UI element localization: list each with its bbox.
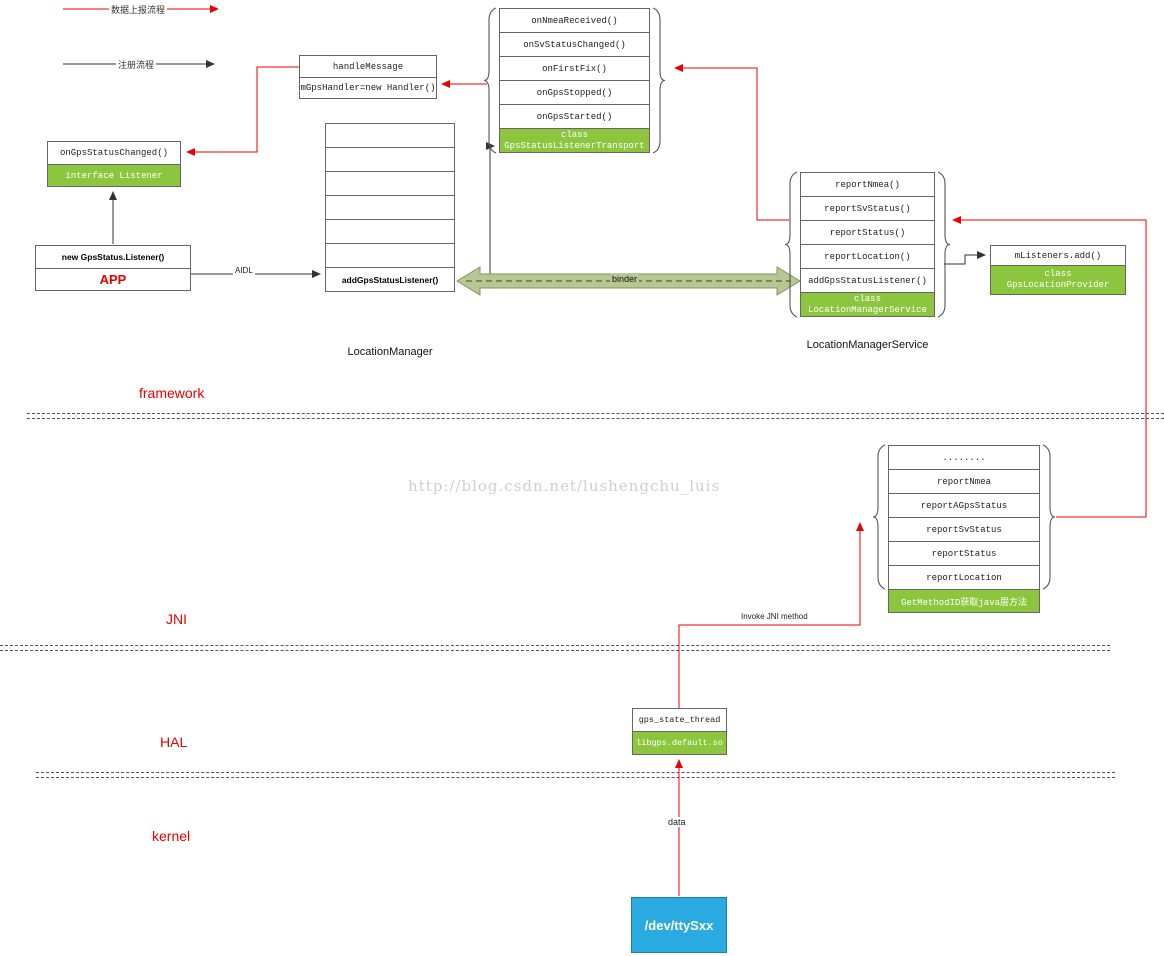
hal-kernel-boundary: [36, 772, 1115, 778]
hal-box: gps_state_thread libgps.default.so: [632, 708, 727, 755]
data-label: data: [666, 817, 688, 827]
location-manager-service-caption: LocationManagerService: [806, 339, 929, 351]
gps-location-provider-box: mListeners.add() class GpsLocationProvid…: [990, 245, 1126, 295]
class-name: GpsStatusListenerTransport: [504, 140, 645, 151]
method-row: addGpsStatusListener(): [801, 269, 934, 293]
red-flow-handler-to-listener: [186, 66, 299, 156]
app-label: APP: [99, 272, 127, 287]
transport-class-label: class GpsStatusListenerTransport: [500, 129, 649, 152]
curly-brace-right: [937, 171, 951, 318]
class-keyword: class: [1044, 269, 1072, 279]
class-keyword: class: [560, 129, 588, 140]
empty-slot-row: [326, 244, 454, 268]
kernel-layer-label: kernel: [152, 828, 191, 844]
method-row: reportSvStatus: [889, 518, 1039, 542]
gps-status-listener-interface-box: onGpsStatusChanged() interface Listener: [47, 141, 181, 187]
app-box: new GpsStatus.Listener() APP: [35, 245, 191, 291]
method-row: reportLocation(): [801, 245, 934, 269]
empty-slot-row: [326, 220, 454, 244]
method-row: reportLocation: [889, 566, 1039, 590]
empty-slot-row: [326, 172, 454, 196]
empty-slot-row: [326, 196, 454, 220]
getmethodid-label: GetMethodID获取java层方法: [889, 590, 1039, 612]
method-row: onNmeaReceived(): [500, 9, 649, 33]
handle-message-title: handleMessage: [300, 56, 436, 78]
empty-slot-row: [326, 148, 454, 172]
black-flow-addlistener-to-transport: [486, 142, 495, 274]
gps-status-listener-constructor: new GpsStatus.Listener(): [36, 246, 190, 269]
framework-jni-boundary: [27, 413, 1164, 419]
class-name: LocationManagerService: [808, 304, 927, 315]
black-flow-lms-to-provider: [944, 251, 986, 265]
gps-state-thread-row: gps_state_thread: [633, 709, 726, 732]
provider-class-label: class GpsLocationProvider: [991, 266, 1125, 294]
hal-layer-label: HAL: [160, 734, 188, 750]
libgps-row: libgps.default.so: [633, 732, 726, 754]
gps-status-listener-transport-stack: onNmeaReceived() onSvStatusChanged() onF…: [499, 8, 650, 153]
method-row: ........: [889, 446, 1039, 470]
watermark-text: http://blog.csdn.net/lushengchu_luis: [408, 477, 721, 495]
method-row: onFirstFix(): [500, 57, 649, 81]
class-name: GpsLocationProvider: [1006, 280, 1110, 290]
aidl-label: AIDL: [233, 266, 255, 275]
jni-method-stack: ........ reportNmea reportAGpsStatus rep…: [888, 445, 1040, 613]
method-row: reportNmea(): [801, 173, 934, 197]
curly-brace-left: [872, 444, 886, 590]
interface-listener-label: interface Listener: [48, 165, 180, 186]
method-row: onGpsStopped(): [500, 81, 649, 105]
curly-brace-right: [1042, 444, 1056, 590]
method-row: reportAGpsStatus: [889, 494, 1039, 518]
curly-brace-left: [483, 7, 497, 154]
jni-layer-label: JNI: [166, 611, 187, 627]
method-row: onSvStatusChanged(): [500, 33, 649, 57]
handle-message-box: handleMessage mGpsHandler=new Handler(): [299, 55, 437, 99]
mlisteners-add-row: mListeners.add(): [991, 246, 1125, 266]
add-gps-status-listener-row: addGpsStatusListener(): [341, 274, 439, 285]
legend-register-flow-label: 注册流程: [116, 58, 157, 71]
handler-body: mGpsHandler=new Handler(): [300, 83, 436, 93]
method-row: reportStatus(): [801, 221, 934, 245]
framework-layer-label: framework: [139, 385, 205, 401]
method-row: reportStatus: [889, 542, 1039, 566]
curly-brace-left: [784, 171, 798, 318]
red-flow-lms-to-transport: [674, 64, 789, 221]
curly-brace-right: [652, 7, 666, 154]
lms-class-label: class LocationManagerService: [801, 293, 934, 316]
legend-data-flow-label: 数据上报流程: [109, 3, 168, 16]
binder-label: binder: [610, 274, 640, 284]
location-manager-service-stack: reportNmea() reportSvStatus() reportStat…: [800, 172, 935, 317]
location-manager-stack: addGpsStatusListener(): [325, 123, 455, 292]
class-keyword: class: [853, 293, 881, 304]
invoke-jni-method-label: Invoke JNI method: [739, 612, 810, 621]
jni-hal-boundary: [0, 645, 1110, 651]
location-manager-caption: LocationManager: [347, 346, 433, 358]
method-row: reportNmea: [889, 470, 1039, 494]
method-row: onGpsStarted(): [500, 105, 649, 129]
method-row: reportSvStatus(): [801, 197, 934, 221]
dev-ttysxx-box: /dev/ttySxx: [631, 897, 727, 953]
empty-slot-row: [326, 124, 454, 148]
method-row: onGpsStatusChanged(): [48, 142, 180, 165]
